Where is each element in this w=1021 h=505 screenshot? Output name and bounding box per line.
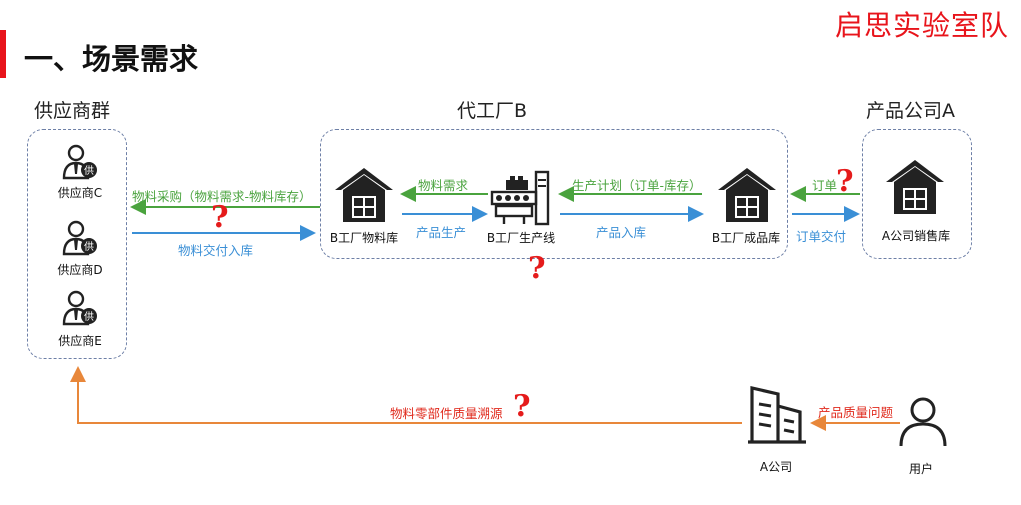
supplier-badge: 供 xyxy=(84,310,94,323)
a-company-label: A公司 xyxy=(759,460,793,474)
edge-label-quality-issue: 产品质量问题 xyxy=(818,405,894,420)
user-icon xyxy=(899,397,947,447)
edge-label-product-production: 产品生产 xyxy=(416,225,467,240)
supplier-badge: 供 xyxy=(84,240,94,253)
user-label: 用户 xyxy=(908,462,933,476)
factory-icon xyxy=(490,170,550,226)
title-accent-bar xyxy=(0,30,6,78)
office-building-icon xyxy=(748,385,806,444)
a-sales-warehouse-label: A公司销售库 xyxy=(881,229,951,243)
arrow-quality-trace xyxy=(70,366,742,424)
edge-label-production-plan: 生产计划（订单-库存） xyxy=(572,178,702,193)
warehouse-icon xyxy=(718,168,776,222)
edge-label-order-delivery: 订单交付 xyxy=(796,229,847,244)
edge-label-order: 订单 xyxy=(812,178,838,193)
supplier-e-label: 供应商E xyxy=(58,334,102,348)
group-label-suppliers: 供应商群 xyxy=(34,100,111,122)
edge-label-product-stock-in: 产品入库 xyxy=(596,225,647,240)
group-label-factory: 代工厂B xyxy=(457,100,528,122)
company-group-box xyxy=(862,129,972,259)
brand-title: 启思实验室队 xyxy=(834,9,1009,42)
supplier-c-label: 供应商C xyxy=(57,186,103,200)
supplier-d-label: 供应商D xyxy=(57,263,103,277)
edge-label-quality-trace: 物料零部件质量溯源 xyxy=(390,406,503,421)
edge-label-material-purchase: 物料采购（物料需求-物料库存） xyxy=(132,189,312,204)
factory-group-box xyxy=(320,129,788,259)
supplier-person-icon: 供 xyxy=(62,290,97,326)
supplier-person-icon: 供 xyxy=(62,144,97,180)
question-mark-icon: ? xyxy=(836,164,854,199)
b-material-warehouse-label: B工厂物料库 xyxy=(329,231,399,245)
supplier-person-icon: 供 xyxy=(62,220,97,256)
section-title: 一、场景需求 xyxy=(24,42,199,76)
supplier-group-box xyxy=(27,129,127,359)
b-product-warehouse-label: B工厂成品库 xyxy=(711,231,781,245)
question-mark-icon: ? xyxy=(513,389,531,424)
question-mark-icon: ? xyxy=(528,251,546,286)
edge-label-material-demand: 物料需求 xyxy=(418,178,469,193)
question-mark-icon: ? xyxy=(211,200,229,235)
warehouse-icon xyxy=(335,168,393,222)
supplier-badge: 供 xyxy=(84,164,94,177)
b-production-line-label: B工厂生产线 xyxy=(486,231,556,245)
group-label-company: 产品公司A xyxy=(866,100,955,122)
edge-label-material-delivery: 物料交付入库 xyxy=(178,243,254,258)
warehouse-icon xyxy=(886,160,944,214)
